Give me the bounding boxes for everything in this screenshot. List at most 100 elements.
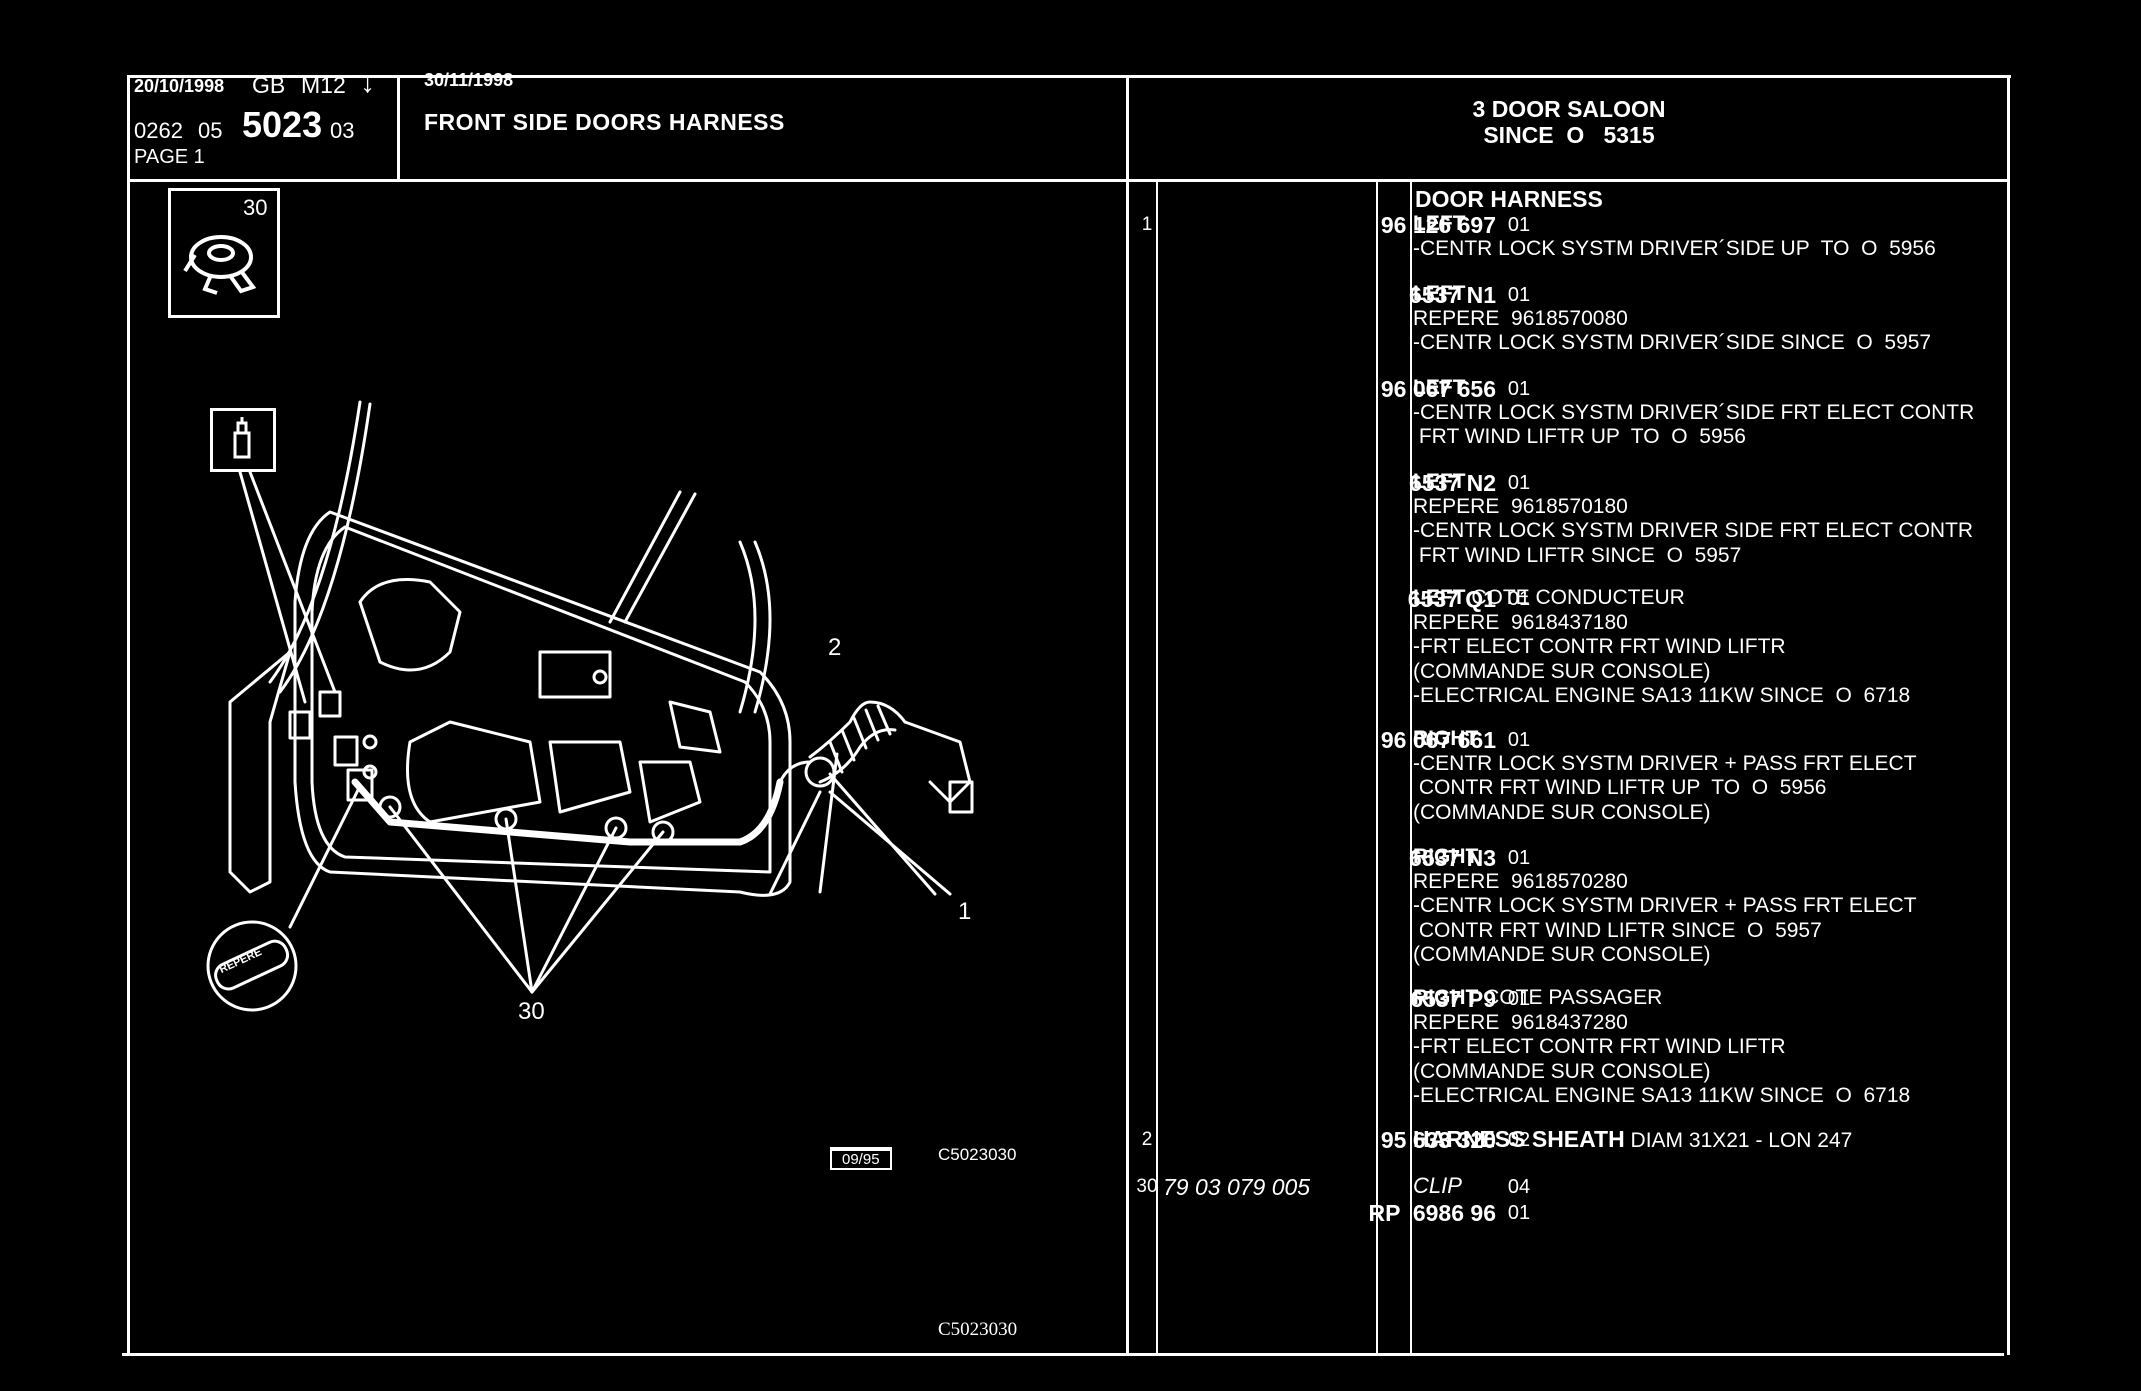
part-description: LEFT COTE CONDUCTEUR REPERE 9618437180 -… — [1413, 586, 1910, 709]
part-number: 96 126 697 — [1380, 212, 1496, 238]
inset-number: 30 — [243, 195, 268, 220]
desc-line: (COMMANDE SUR CONSOLE) — [1413, 1059, 1711, 1083]
part-row: 6537 N2 01 LEFT REPERE 9618570180 -CENTR… — [1130, 470, 2008, 567]
model-line-2: SINCE O 5315 — [1483, 122, 1655, 148]
model-info: 3 DOOR SALOON SINCE O 5315 — [1130, 96, 2008, 148]
part-number: 96 067 661 — [1380, 727, 1496, 753]
inset-box-bottle — [210, 408, 276, 472]
part-title: RIGHT — [1413, 727, 1479, 750]
desc-line: REPERE 9618437280 — [1413, 1010, 1628, 1034]
part-title: RIGHT — [1413, 845, 1479, 868]
part-number: 6537 N2 — [1409, 470, 1496, 496]
frame-left — [127, 75, 130, 1355]
bottle-icon — [233, 417, 251, 459]
desc-line: -FRT ELECT CONTR FRT WIND LIFTR — [1413, 635, 1786, 659]
model-line-1: 3 DOOR SALOON — [1472, 96, 1666, 122]
part-number: 95 633 320 — [1380, 1127, 1496, 1153]
part-row: 6537 P9 01 RIGHT COTE PASSAGER REPERE 96… — [1130, 986, 2008, 1109]
desc-line: REPERE 9618570180 — [1413, 494, 1628, 518]
part-row: 96 067 656 01 LEFT -CENTR LOCK SYSTM DRI… — [1130, 376, 2008, 448]
part-title: LEFT — [1413, 470, 1466, 493]
desc-line: (COMMANDE SUR CONSOLE) — [1413, 943, 1711, 967]
desc-line: -ELECTRICAL ENGINE SA13 11KW SINCE O 671… — [1413, 1084, 1911, 1108]
part-number: RP 6986 96 — [1368, 1200, 1496, 1226]
part-number: 6537 N1 — [1409, 282, 1496, 308]
part-row: 6537 Q1 01 LEFT COTE CONDUCTEUR REPERE 9… — [1130, 586, 2008, 709]
header-code-main: 5023 — [242, 104, 323, 145]
main-vertical-divider — [1126, 75, 1129, 1355]
quantity: 04 — [1507, 1176, 1531, 1198]
desc-line: -ELECTRICAL ENGINE SA13 11KW SINCE O 671… — [1413, 684, 1911, 708]
part-description: RIGHT REPERE 9618570280 -CENTR LOCK SYST… — [1413, 845, 1917, 968]
part-title: HARNESS SHEATH — [1413, 1126, 1625, 1152]
quantity: 01 — [1507, 284, 1531, 306]
desc-line: -CENTR LOCK SYSTM DRIVER + PASS FRT ELEC… — [1413, 751, 1917, 775]
desc-line: (COMMANDE SUR CONSOLE) — [1413, 659, 1711, 683]
frame-top — [128, 75, 2011, 78]
desc-line: -CENTR LOCK SYSTM DRIVER SIDE FRT ELECT … — [1413, 519, 1974, 543]
header-date-right: 30/11/1998 — [424, 70, 514, 90]
part-number: 6537 N3 — [1409, 845, 1496, 871]
desc-line: -CENTR LOCK SYSTM DRIVER´SIDE SINCE O 59… — [1413, 331, 1932, 355]
part-number: 79 03 079 005 — [1163, 1174, 1311, 1200]
desc-line: CONTR FRT WIND LIFTR SINCE O 5957 — [1413, 918, 1822, 942]
part-row: 2 95 633 320 02 HARNESS SHEATH DIAM 31X2… — [1130, 1127, 2008, 1161]
part-description: CLIP — [1413, 1173, 1462, 1200]
quantity: 01 — [1507, 988, 1531, 1010]
col-divider-qty-right — [1410, 179, 1412, 1355]
header-code-b: 05 — [198, 118, 223, 143]
part-title: RIGHT — [1413, 986, 1479, 1009]
inset-box-30: 30 — [168, 188, 280, 318]
harness-clip-icon — [183, 235, 257, 295]
desc-line: -CENTR LOCK SYSTM DRIVER´SIDE UP TO O 59… — [1413, 236, 1936, 260]
part-description: RIGHT -CENTR LOCK SYSTM DRIVER + PASS FR… — [1413, 727, 1917, 825]
desc-line: FRT WIND LIFTR SINCE O 5957 — [1413, 543, 1742, 567]
part-title-rest: COTE CONDUCTEUR — [1465, 586, 1685, 609]
date-box: 09/95 — [830, 1147, 892, 1170]
header-divider-left — [128, 179, 1128, 182]
section-title: DOOR HARNESS — [1415, 186, 1603, 212]
quantity: 01 — [1507, 847, 1531, 869]
quantity: 01 — [1507, 588, 1531, 610]
ref-number: 2 — [1141, 1129, 1153, 1150]
part-description: LEFT REPERE 9618570180 -CENTR LOCK SYSTM… — [1413, 470, 1973, 568]
header-market: GB — [252, 72, 286, 98]
header-code-a: 0262 — [134, 118, 183, 143]
part-number: 6537 P9 — [1410, 986, 1496, 1012]
part-description: RIGHT COTE PASSAGER REPERE 9618437280 -F… — [1413, 986, 1910, 1109]
part-title-rest: DIAM 31X21 - LON 247 — [1624, 1129, 1853, 1152]
part-row: 6537 N3 01 RIGHT REPERE 9618570280 -CENT… — [1130, 845, 2008, 968]
part-description: HARNESS SHEATH DIAM 31X21 - LON 247 — [1413, 1127, 1852, 1154]
part-number: 6537 Q1 — [1407, 586, 1496, 612]
page-title: FRONT SIDE DOORS HARNESS — [424, 109, 785, 135]
header-vertical-divider — [397, 75, 400, 181]
desc-line: -CENTR LOCK SYSTM DRIVER + PASS FRT ELEC… — [1413, 894, 1917, 918]
desc-line: -FRT ELECT CONTR FRT WIND LIFTR — [1413, 1035, 1786, 1059]
part-description: LEFT REPERE 9618570080 -CENTR LOCK SYSTM… — [1413, 282, 1931, 356]
frame-right — [2007, 75, 2010, 1355]
desc-line: FRT WIND LIFTR UP TO O 5956 — [1413, 425, 1746, 449]
quantity: 01 — [1507, 1202, 1531, 1224]
ref-code: C5023030 — [938, 1145, 1017, 1164]
part-title-rest: COTE PASSAGER — [1478, 986, 1663, 1009]
part-title: LEFT — [1413, 212, 1466, 235]
desc-line: -CENTR LOCK SYSTM DRIVER´SIDE FRT ELECT … — [1413, 400, 1975, 424]
part-number: 96 067 656 — [1380, 376, 1496, 402]
part-title-rest: CLIP — [1413, 1173, 1462, 1198]
part-row: 6537 N1 01 LEFT REPERE 9618570080 -CENTR… — [1130, 282, 2008, 354]
part-row: 96 067 661 01 RIGHT -CENTR LOCK SYSTM DR… — [1130, 727, 2008, 827]
header-model: M12 — [301, 72, 346, 98]
header-page: PAGE 1 — [134, 146, 205, 168]
desc-line: (COMMANDE SUR CONSOLE) — [1413, 800, 1711, 824]
quantity: 01 — [1507, 214, 1531, 236]
callout-1: 1 — [958, 898, 972, 925]
part-title: LEFT — [1413, 586, 1466, 609]
quantity: 01 — [1507, 472, 1531, 494]
col-divider-qty-left — [1376, 179, 1378, 1355]
part-row: 30 79 03 079 005 04 CLIP — [1130, 1173, 2008, 1202]
desc-line: REPERE 9618437180 — [1413, 610, 1628, 634]
col-divider-ref — [1156, 179, 1158, 1355]
part-row: RP 6986 96 01 — [1130, 1200, 2008, 1228]
parts-list: DOOR HARNESS 1 96 126 697 01 LEFT -CENTR… — [1130, 182, 2008, 1353]
header-code-c: 03 — [330, 118, 355, 143]
